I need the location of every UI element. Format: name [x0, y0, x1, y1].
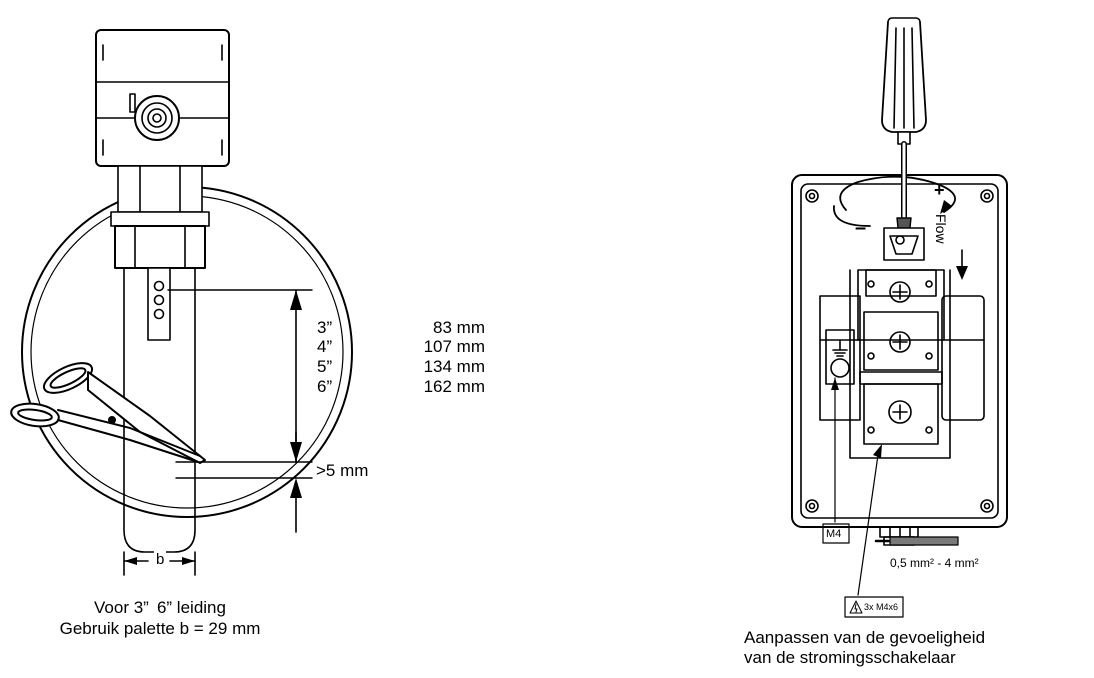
scissors-icon [10, 362, 206, 464]
right-caption-line2: van de stromingsschakelaar [744, 648, 956, 667]
left-caption-line2: Gebruik palette b = 29 mm [59, 619, 261, 638]
cable-icon [874, 536, 959, 546]
adjustment-screw [883, 227, 925, 261]
m4-label-box [822, 523, 850, 544]
flow-switch-assembly [10, 29, 353, 576]
plus-sign: + [934, 180, 945, 200]
size-row-length: 107 mm [423, 337, 485, 356]
size-row-pipe: 5” [317, 357, 333, 376]
size-row-pipe: 6” [317, 377, 333, 396]
screwdriver-icon [881, 17, 927, 247]
flow-label: Flow [933, 214, 949, 244]
width-label: b [154, 550, 167, 570]
wire-size-label: 0,5 mm² - 4 mm² [890, 556, 979, 570]
size-row-length: 134 mm [423, 357, 485, 376]
rotation-arrow-icon [833, 175, 956, 227]
paddle-stem [147, 267, 171, 341]
cable-gland-icon [134, 95, 180, 141]
left-caption-line1: Voor 3” 6” leiding [94, 598, 226, 617]
m4-label: M4 [826, 528, 842, 540]
clearance-label: >5 mm [316, 461, 369, 480]
ground-terminal-icon [825, 329, 855, 385]
size-row-pipe: 3” [317, 318, 333, 337]
switch-mechanism [819, 269, 985, 459]
screw-spec-box [844, 596, 904, 618]
size-row-length: 83 mm [433, 318, 485, 337]
length-dimension [167, 289, 313, 533]
terminal-screw-icon [867, 235, 933, 434]
width-dimension [123, 551, 196, 576]
size-row-length: 162 mm [423, 377, 485, 396]
adjustment-assembly [791, 17, 1008, 618]
right-caption-line1: Aanpassen van de gevoeligheid [744, 628, 986, 647]
leader-lines [831, 377, 882, 596]
switch-neck [110, 165, 210, 269]
size-row-pipe: 4” [317, 337, 333, 356]
flow-direction-arrow [956, 249, 968, 280]
screw-spec-label: 3x M4x6 [864, 602, 899, 612]
minus-sign: – [855, 217, 867, 239]
